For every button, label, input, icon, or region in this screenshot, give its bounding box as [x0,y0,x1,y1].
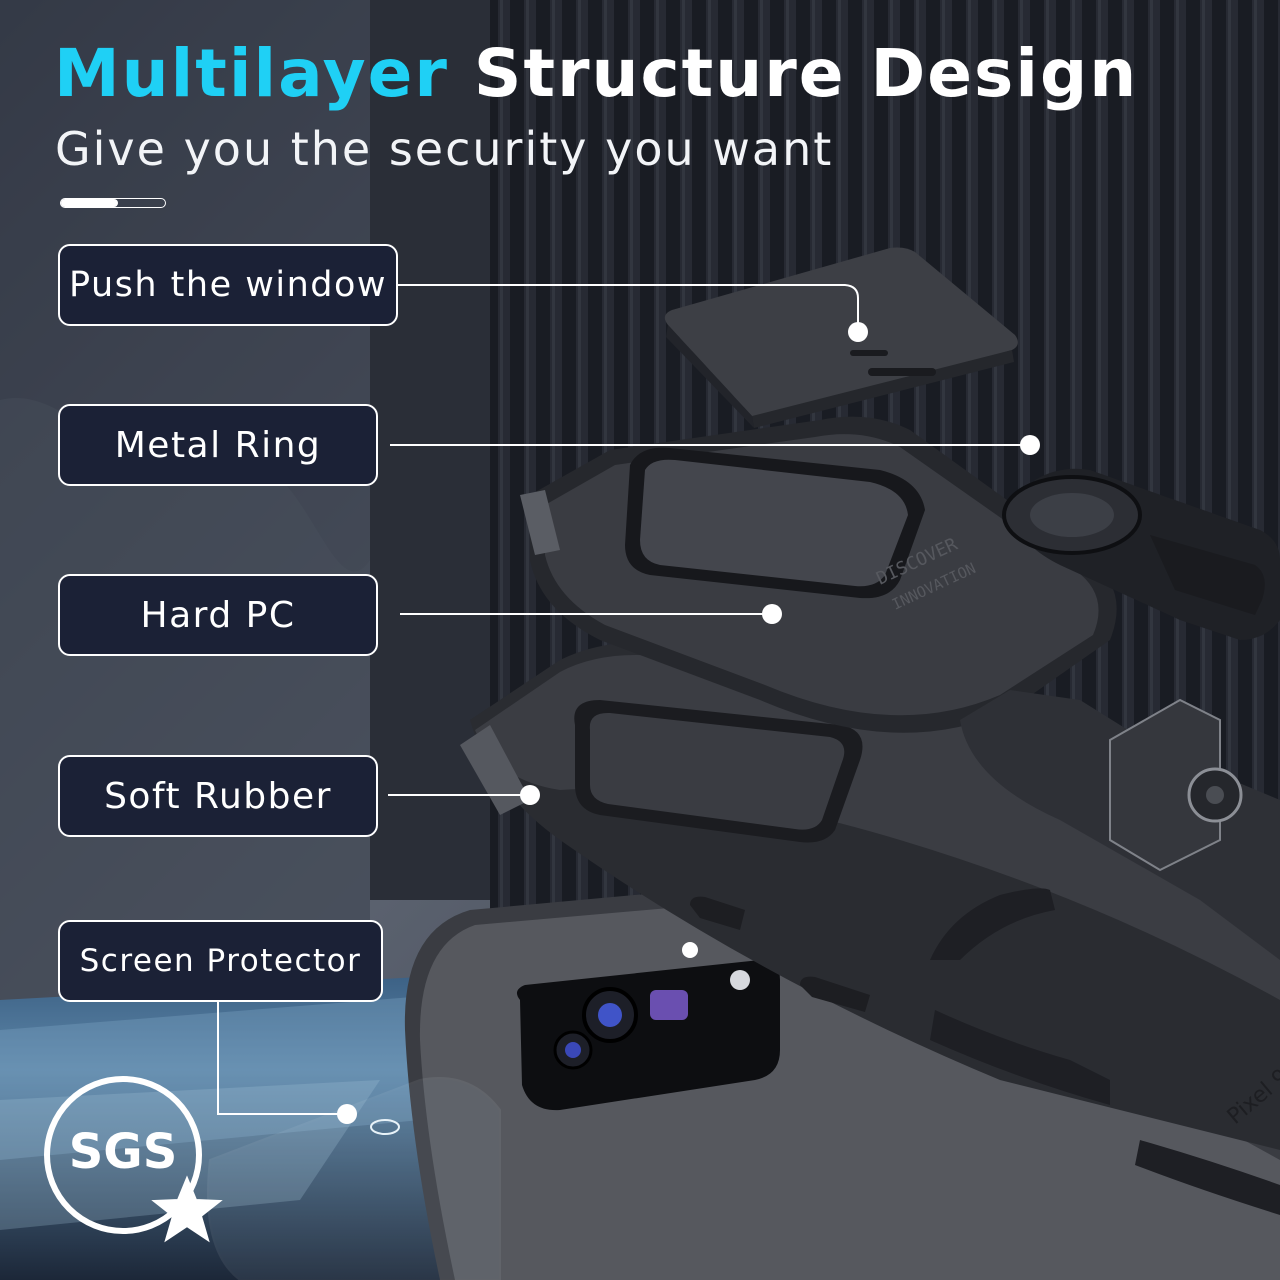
dot-push-window [848,322,868,342]
page-title: Multilayer Structure Design [54,35,1139,112]
accent-progress-bar [60,198,166,208]
leader-line-push-window [398,284,859,330]
star-icon [151,1175,223,1243]
sgs-badge-text: SGS [68,1124,178,1180]
label-hard-pc: Hard PC [58,574,378,656]
leader-lines [217,284,1030,1115]
dot-metal-ring [1020,435,1040,455]
dot-soft-rubber [520,785,540,805]
camera-slide-window [664,247,1018,428]
dot-screen-protector [337,1104,357,1124]
phone-body [404,880,1280,1280]
label-push-the-window: Push the window [58,244,398,326]
sgs-badge [44,1076,223,1243]
leader-dots [337,322,1040,1124]
hard-pc-layer: DISCOVER INNOVATION Pixel 9Pro [520,416,1280,1130]
title-main-text: Structure Design [473,35,1139,112]
sgs-badge-ring [44,1076,202,1234]
label-screen-protector: Screen Protector [58,920,383,1002]
title-accent-text: Multilayer [54,35,449,112]
metal-ring [1002,468,1280,640]
label-metal-ring: Metal Ring [58,404,378,486]
page-subtitle: Give you the security you want [55,122,834,176]
dot-hard-pc [762,604,782,624]
leader-line-screen-protector [217,1002,345,1115]
screen-protector [207,1077,501,1280]
accent-progress-fill [61,199,119,207]
label-soft-rubber: Soft Rubber [58,755,378,837]
